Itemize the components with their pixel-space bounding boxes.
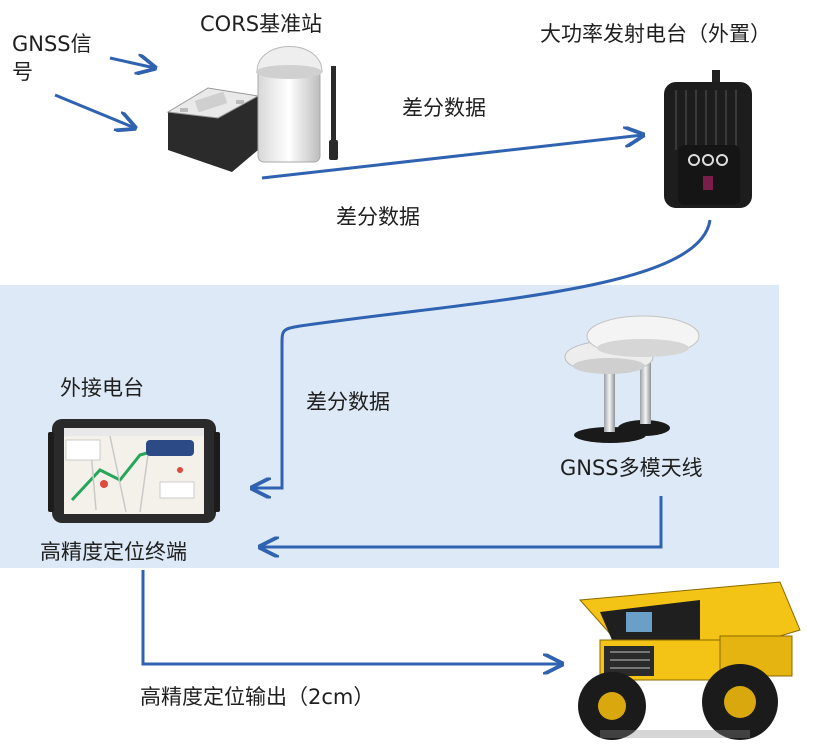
- output-label: 高精度定位输出（2cm）: [140, 685, 375, 709]
- external-radio-label: 外接电台: [60, 376, 144, 400]
- terminal-to-truck-arrow: [141, 570, 562, 664]
- gnss-antenna-label: GNSS多模天线: [560, 456, 703, 480]
- cors-to-radio-arrow: [261, 135, 643, 180]
- gnss-signal-label: GNSS信号: [12, 32, 92, 84]
- diff-data-top-label: 差分数据: [402, 96, 486, 120]
- radio-to-terminal-arrow: [252, 219, 712, 488]
- cors-station-label: CORS基准站: [200, 12, 323, 36]
- cors-base-station-icon: [166, 46, 338, 172]
- terminal-label: 高精度定位终端: [40, 540, 187, 564]
- diff-data-mid-label: 差分数据: [336, 205, 420, 229]
- gnss-antenna-icon: [564, 315, 700, 443]
- tablet-terminal-icon: [48, 419, 220, 523]
- diff-data-panel-label: 差分数据: [306, 390, 390, 414]
- mining-dump-truck-icon: [578, 581, 801, 740]
- high-power-radio-label: 大功率发射电台（外置）: [540, 22, 771, 46]
- gnss-signal-arrows: [54, 58, 155, 128]
- radio-transmitter-icon: [664, 70, 752, 208]
- antenna-to-terminal-arrow: [260, 496, 663, 547]
